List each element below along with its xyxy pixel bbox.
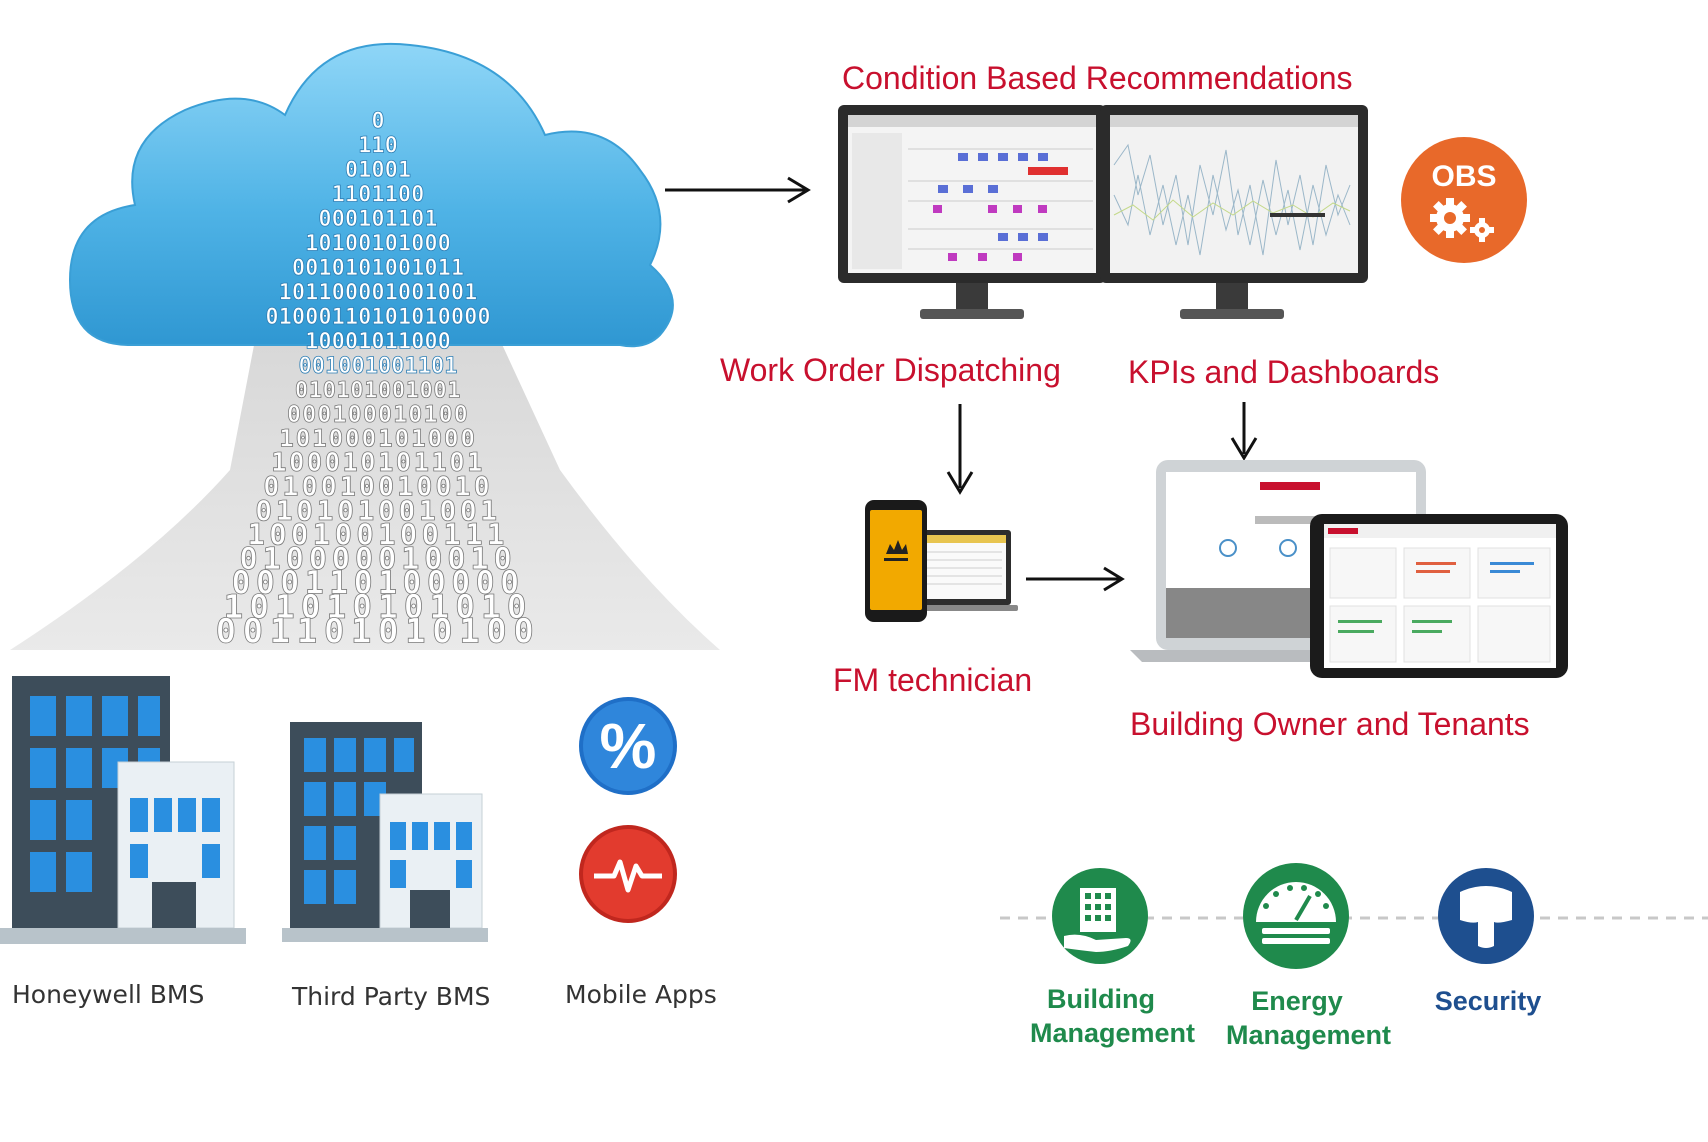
cloud-icon: [68, 42, 674, 348]
obs-badge-text: OBS: [1431, 160, 1496, 193]
service-line1: Energy: [1251, 986, 1343, 1016]
honeywell-bms-building-icon: [0, 676, 246, 944]
binary-row: 100100100111: [247, 518, 508, 552]
honeywell-bms-label: Honeywell BMS: [12, 980, 205, 1009]
service-line1: Security: [1434, 986, 1542, 1016]
binary-row: 100010101101: [271, 448, 485, 478]
building-owner-label: Building Owner and Tenants: [1130, 706, 1530, 742]
fm-technician-label: FM technician: [833, 662, 1033, 698]
binary-row: 0010101001011: [292, 256, 464, 281]
security-camera-icon: [1438, 868, 1534, 964]
binary-row: 10100101000: [305, 232, 451, 257]
mobile-apps-label: Mobile Apps: [565, 980, 717, 1009]
binary-row: 01001: [345, 158, 411, 183]
data-stream-funnel: [10, 340, 720, 650]
kpis-dashboards-label: KPIs and Dashboards: [1128, 354, 1440, 390]
third-party-bms-label: Third Party BMS: [292, 982, 491, 1011]
binary-row: 101000101000: [279, 424, 477, 453]
condition-based-label: Condition Based Recommendations: [842, 60, 1353, 96]
binary-row: 000110100000: [231, 566, 524, 602]
mobile-app-logo-icon: %: [579, 697, 677, 795]
binary-row: 000100010100: [287, 401, 469, 428]
cloud-data-stream: 0110010011101100000101101101001010000010…: [10, 42, 720, 652]
binary-row: 000101101: [318, 207, 437, 232]
binary-row: 101100001001001: [279, 281, 478, 306]
binary-row: 010000010010: [239, 542, 516, 577]
work-order-label: Work Order Dispatching: [720, 352, 1061, 388]
arrow-down-kpis: [1230, 402, 1258, 461]
service-line1: Building: [1047, 984, 1155, 1014]
binary-code-graphic: 0110010011101100000101101101001010000010…: [215, 109, 541, 652]
building-management-icon: [1052, 868, 1148, 964]
service-line2: Management: [1030, 1018, 1196, 1048]
monitor-right: [1100, 105, 1368, 319]
svg-text:%: %: [600, 710, 657, 782]
binary-row: 110: [358, 134, 398, 159]
owner-devices: [1130, 460, 1568, 678]
third-party-bms-building-icon: [282, 722, 488, 942]
obs-badge-icon: OBS: [1401, 137, 1527, 263]
binary-row: 010101001001: [255, 494, 501, 527]
tablet: [1310, 514, 1568, 678]
binary-row: 10001011000: [305, 330, 451, 355]
binary-row: 001101010100: [216, 612, 541, 652]
binary-row: 01000110101010000: [265, 305, 490, 330]
service-line2: Management: [1226, 1020, 1392, 1050]
dual-monitors: [838, 105, 1368, 319]
binary-row: 1101100: [332, 183, 425, 208]
binary-row: 101010101010: [224, 588, 533, 626]
security-label: Security: [1428, 984, 1548, 1018]
binary-row: 010010010010: [263, 472, 493, 503]
fm-technician-devices: [865, 500, 1018, 622]
laptop-small: [908, 530, 1018, 611]
energy-management-icon: [1243, 863, 1349, 969]
binary-row: 001001001101: [299, 354, 458, 379]
arrow-fm-to-owners: [1026, 566, 1125, 592]
monitor-left: [838, 105, 1106, 319]
binary-row: 0: [371, 109, 384, 134]
services-strip: [1000, 863, 1708, 969]
building-management-label: Building Management: [1030, 982, 1196, 1050]
arrow-down-work-order: [946, 404, 974, 495]
mobile-phone: [865, 500, 927, 622]
arrow-cloud-to-monitors: [665, 176, 811, 204]
heartbeat-app-icon: [579, 825, 677, 923]
energy-management-label: Energy Management: [1226, 984, 1392, 1052]
binary-row: 010101001001: [295, 379, 461, 404]
